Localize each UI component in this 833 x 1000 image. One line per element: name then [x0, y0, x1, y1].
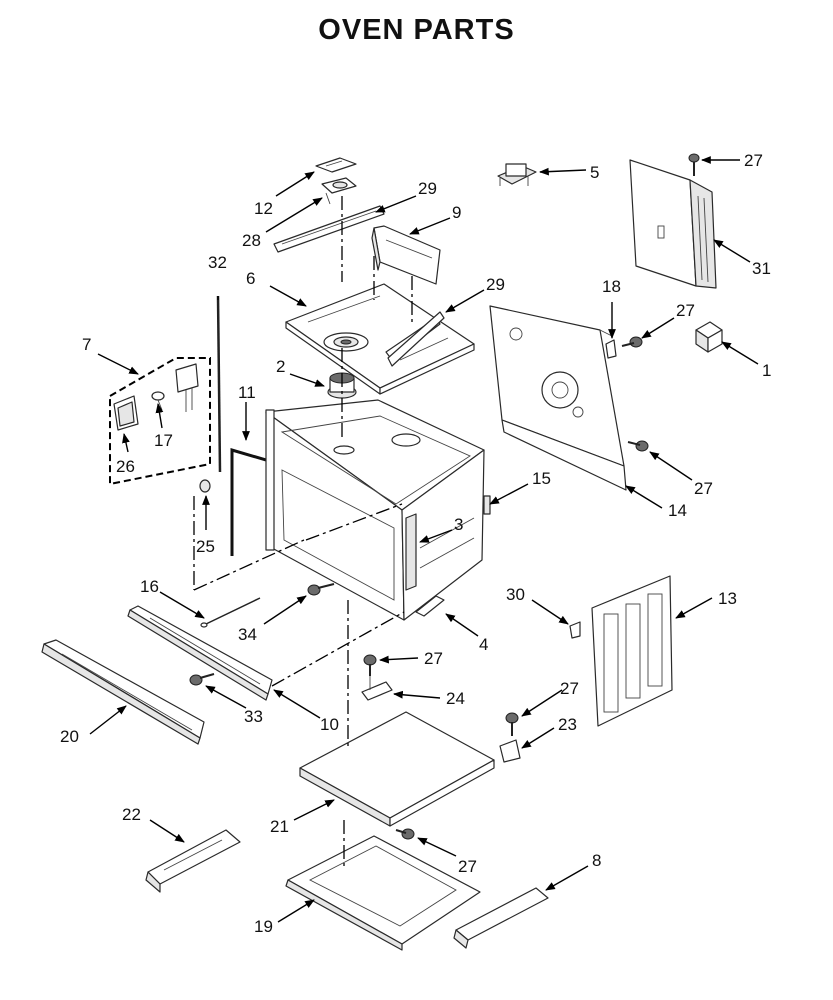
part-4-bracket[interactable] [415, 595, 445, 617]
callout-3: 3 [454, 515, 463, 534]
callout-26: 26 [116, 457, 135, 476]
part-28-bracket[interactable] [321, 177, 357, 205]
callout-32: 32 [208, 253, 227, 272]
part-31-side-panel[interactable] [629, 159, 717, 289]
part-8-bracket[interactable] [453, 887, 549, 949]
part-14-rear-panel[interactable] [489, 305, 627, 491]
part-16-probe[interactable] [200, 597, 261, 628]
callout-6: 6 [246, 269, 255, 288]
callout-29-diagonal: 29 [486, 275, 505, 294]
callout-labels: 1 2 3 4 5 6 7 8 9 10 11 12 13 14 15 16 1… [60, 151, 771, 936]
callout-19: 19 [254, 917, 273, 936]
part-33-screw[interactable] [189, 673, 215, 686]
callout-23: 23 [558, 715, 577, 734]
callout-29-top: 29 [418, 179, 437, 198]
callout-24: 24 [446, 689, 465, 708]
part-25-nut[interactable] [199, 479, 211, 493]
callout-4: 4 [479, 635, 488, 654]
leader-arrows [89, 156, 759, 923]
callout-25: 25 [196, 537, 215, 556]
screw-27-bottom[interactable] [395, 828, 415, 840]
callout-31: 31 [752, 259, 771, 278]
callout-16: 16 [140, 577, 159, 596]
screw-27-middle[interactable] [363, 654, 377, 676]
callout-1: 1 [762, 361, 771, 380]
part-34-screw[interactable] [307, 583, 335, 596]
callout-10: 10 [320, 715, 339, 734]
part-13-side-wrapper[interactable] [591, 575, 673, 727]
callout-20: 20 [60, 727, 79, 746]
part-22-bracket[interactable] [145, 829, 241, 893]
part-20-rail[interactable] [41, 639, 205, 745]
callout-14: 14 [668, 501, 687, 520]
callout-33: 33 [244, 707, 263, 726]
part-15-clip[interactable] [483, 495, 491, 515]
callout-7: 7 [82, 335, 91, 354]
callout-15: 15 [532, 469, 551, 488]
part-12-vent-plate[interactable] [315, 157, 357, 173]
part-10-rail[interactable] [127, 605, 273, 701]
part-18-clip[interactable] [605, 339, 617, 359]
part-32-rod[interactable] [216, 295, 222, 473]
callout-28: 28 [242, 231, 261, 250]
part-23-bracket[interactable] [499, 739, 521, 763]
callout-9: 9 [452, 203, 461, 222]
callout-13: 13 [718, 589, 737, 608]
callout-5: 5 [590, 163, 599, 182]
part-29-diagonal-strip[interactable] [387, 311, 445, 367]
callout-27-panel-lower: 27 [694, 479, 713, 498]
callout-2: 2 [276, 357, 285, 376]
callout-12: 12 [254, 199, 273, 218]
callout-8: 8 [592, 851, 601, 870]
callout-18: 18 [602, 277, 621, 296]
part-30-clip[interactable] [569, 621, 581, 639]
diagram-title: OVEN PARTS [318, 14, 515, 46]
part-29-top-strip[interactable] [273, 205, 385, 253]
callout-27-bottom: 27 [458, 857, 477, 876]
callout-27-panel-upper: 27 [676, 301, 695, 320]
callout-27-middle: 27 [424, 649, 443, 668]
part-6-top-plate[interactable] [285, 283, 475, 395]
callout-22: 22 [122, 805, 141, 824]
part-5-switch[interactable] [497, 163, 537, 186]
callout-11: 11 [238, 383, 256, 402]
callout-17: 17 [154, 431, 173, 450]
callout-27-top-right: 27 [744, 151, 763, 170]
screw-27-panel-lower[interactable] [627, 440, 649, 452]
callout-30: 30 [506, 585, 525, 604]
part-21-bottom-panel[interactable] [299, 711, 495, 827]
part-7-kit-group[interactable] [109, 357, 211, 486]
part-26-control[interactable] [113, 395, 139, 431]
callout-34: 34 [238, 625, 257, 644]
screw-27-top-right[interactable] [688, 153, 700, 176]
part-9-duct[interactable] [371, 225, 441, 285]
part-19-bottom-tray[interactable] [285, 835, 481, 951]
alignment-lines [193, 196, 413, 866]
oven-cavity[interactable] [265, 399, 485, 621]
callout-27-right-bracket: 27 [560, 679, 579, 698]
screw-27-panel-upper[interactable] [621, 336, 643, 348]
part-1-block[interactable] [695, 321, 723, 353]
callout-21: 21 [270, 817, 289, 836]
part-7-board[interactable] [175, 363, 199, 412]
screw-27-right-bracket[interactable] [505, 712, 519, 736]
part-24-bracket[interactable] [361, 670, 393, 701]
